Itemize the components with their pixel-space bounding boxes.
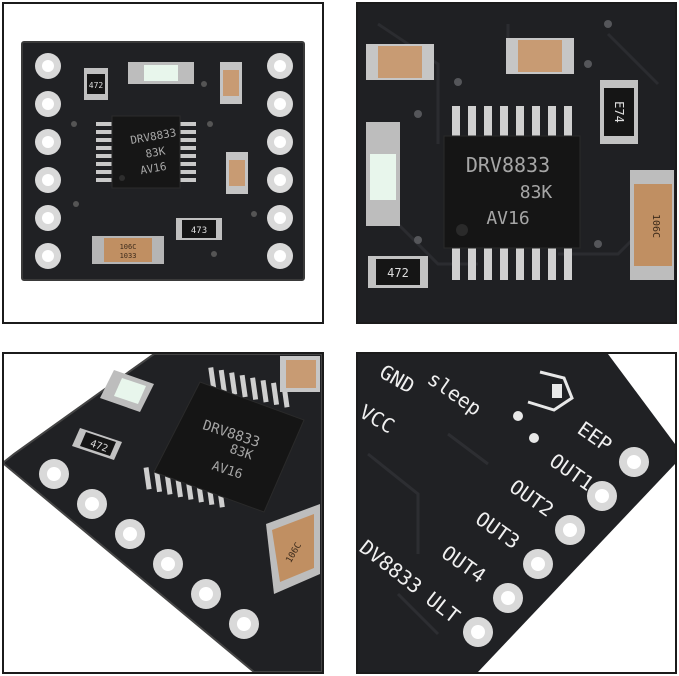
jumper-outline [527, 370, 574, 412]
chip-label-line2: 83K [144, 144, 166, 160]
photo-panel-full-board: DRV8833 83K AV16 472 473 106C 1033 [2, 2, 324, 324]
cap-code-1: 106C [650, 214, 661, 238]
chip-pins [96, 122, 196, 182]
pcb-board [358, 354, 675, 672]
chip-pins-bottom [452, 244, 572, 280]
pcb-traces [367, 432, 489, 636]
chip-label-line1: DRV8833 [466, 153, 550, 177]
chip-label-line3: AV16 [139, 160, 167, 177]
right-pin-pads [267, 53, 293, 269]
vias [414, 20, 612, 248]
vias [71, 81, 257, 257]
cap-code-1: 106C [120, 243, 137, 251]
chip-pins [143, 367, 290, 508]
cap-code-2: 1033 [120, 252, 137, 260]
pin-pads [39, 459, 259, 639]
angled-chip-photo: DRV8833 83K AV16 472 106C [4, 354, 322, 672]
photo-panel-chip-closeup: DRV8833 83K AV16 E74 472 106C [356, 2, 677, 324]
resistor-label-472: 472 [89, 81, 104, 90]
chip-closeup-photo: DRV8833 83K AV16 E74 472 106C [358, 4, 675, 322]
pcb-traces [377, 22, 660, 266]
driver-chip [153, 381, 305, 513]
pin-labels-photo: GND sleep VCC EEP OUT1 OUT2 OUT3 OUT4 DV… [358, 354, 675, 672]
photo-panel-pin-labels: GND sleep VCC EEP OUT1 OUT2 OUT3 OUT4 DV… [356, 352, 677, 674]
chip-label-line2: 83K [520, 182, 553, 203]
chip-pins-top [452, 106, 572, 140]
resistor-label-472: 472 [387, 266, 409, 280]
silk-dot [529, 433, 539, 443]
photo-panel-angled-chip: DRV8833 83K AV16 472 106C [2, 352, 324, 674]
resistor-label-473: 473 [191, 226, 207, 236]
resistor-label-e74: E74 [612, 101, 626, 123]
pin-pads [463, 447, 649, 647]
board-photo: DRV8833 83K AV16 472 473 106C 1033 [4, 4, 322, 322]
chip-label-line3: AV16 [486, 208, 529, 229]
left-pin-pads [35, 53, 61, 269]
silk-dot [513, 411, 523, 421]
chip-label-line2: 83K [228, 442, 255, 464]
